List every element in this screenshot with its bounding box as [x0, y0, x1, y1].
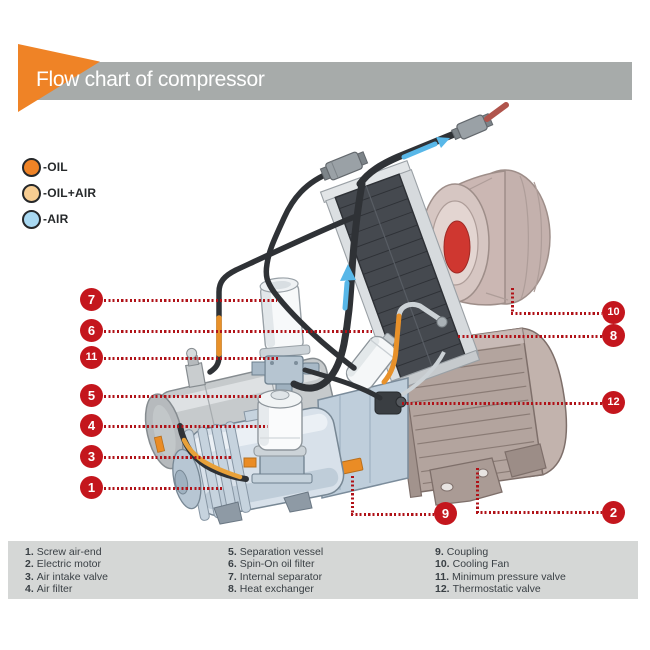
leader-line-2: [476, 511, 602, 514]
callout-badge-5: 5: [80, 384, 103, 407]
parts-column-1: 1.Screw air-end 2.Electric motor 3.Air i…: [25, 541, 228, 599]
parts-column-2: 5.Separation vessel 6.Spin-On oil filter…: [228, 541, 435, 599]
part-item-2: 2.Electric motor: [25, 558, 101, 571]
part-item-3: 3.Air intake valve: [25, 570, 108, 583]
legend-label: -OIL+AIR: [43, 186, 97, 200]
legend-item-oil: -OIL: [22, 154, 96, 180]
air-outlet-hose: [356, 126, 468, 188]
vessel-tag: [153, 435, 166, 453]
legend-item-air: -AIR: [22, 206, 96, 232]
part-item-4: 4.Air filter: [25, 583, 73, 596]
color-legend: -OIL -OIL+AIR -AIR: [22, 154, 96, 232]
leader-line-12: [402, 402, 602, 405]
leader-line-2: [476, 468, 479, 513]
air-flow-arrow-up: [340, 264, 356, 311]
leader-line-9: [351, 513, 434, 516]
internal-separator: [259, 277, 311, 359]
callout-badge-9: 9: [434, 502, 457, 525]
leader-line-6: [104, 330, 372, 333]
air-riser-hose: [290, 180, 366, 392]
parts-column-3: 9.Coupling 10.Cooling Fan 11.Minimum pre…: [435, 541, 625, 599]
piping: [177, 126, 468, 482]
fan-hub: [443, 220, 471, 274]
parts-list-panel: 1.Screw air-end 2.Electric motor 3.Air i…: [8, 541, 638, 599]
leader-line-1: [104, 487, 223, 490]
leader-line-9: [351, 476, 354, 515]
leader-line-10: [511, 288, 514, 314]
part-item-6: 6.Spin-On oil filter: [228, 558, 315, 571]
oil-swatch-icon: [22, 157, 41, 177]
part-item-5: 5.Separation vessel: [228, 546, 324, 558]
leader-line-7: [104, 299, 277, 302]
heat-exchanger: [319, 159, 481, 392]
callout-badge-3: 3: [80, 445, 103, 468]
oil-air-hose: [263, 169, 357, 371]
callout-badge-7: 7: [80, 288, 103, 311]
legend-label: -AIR: [43, 212, 69, 226]
page-title: Flow chart of compressor: [36, 68, 265, 91]
leader-line-8: [458, 335, 602, 338]
leader-line-4: [104, 425, 268, 428]
legend-label: -OIL: [43, 160, 68, 174]
part-item-7: 7.Internal separator: [228, 570, 323, 583]
air-end-foot: [283, 491, 313, 513]
oil-drain-orange-section: [181, 437, 243, 480]
callout-badge-1: 1: [80, 476, 103, 499]
legend-item-oil-air: -OIL+AIR: [22, 180, 96, 206]
air-end-foot: [213, 501, 243, 525]
part-item-8: 8.Heat exchanger: [228, 583, 314, 596]
callout-badge-11: 11: [80, 346, 103, 369]
part-item-1: 1.Screw air-end: [25, 546, 102, 558]
outlet-pipe-red: [484, 102, 509, 122]
part-item-11: 11.Minimum pressure valve: [435, 570, 566, 583]
hose-to-thermo-valve: [302, 367, 383, 401]
leader-line-11: [104, 357, 278, 360]
oil-hose: [207, 213, 360, 375]
callout-badge-12: 12: [602, 391, 625, 414]
callout-badge-2: 2: [602, 501, 625, 524]
leader-line-10: [511, 312, 602, 315]
callout-badge-8: 8: [602, 324, 625, 347]
callout-badge-6: 6: [80, 319, 103, 342]
leader-line-3: [104, 456, 232, 459]
part-item-12: 12.Thermostatic valve: [435, 583, 541, 596]
part-item-10: 10.Cooling Fan: [435, 558, 510, 571]
oil-air-swatch-icon: [22, 183, 41, 203]
air-filter: [253, 389, 307, 457]
callout-badge-10: 10: [602, 301, 625, 324]
cooler-oil-pipe-orange: [381, 313, 402, 385]
callout-badge-4: 4: [80, 414, 103, 437]
cooler-oil-pipe: [396, 301, 444, 323]
safety-valve: [184, 347, 206, 388]
air-flow-arrow-outlet: [401, 137, 450, 160]
air-swatch-icon: [22, 209, 41, 229]
hose-fitting: [319, 151, 369, 181]
header-bar: [18, 62, 632, 100]
part-item-9: 9.Coupling: [435, 546, 489, 558]
leader-line-5: [104, 395, 262, 398]
